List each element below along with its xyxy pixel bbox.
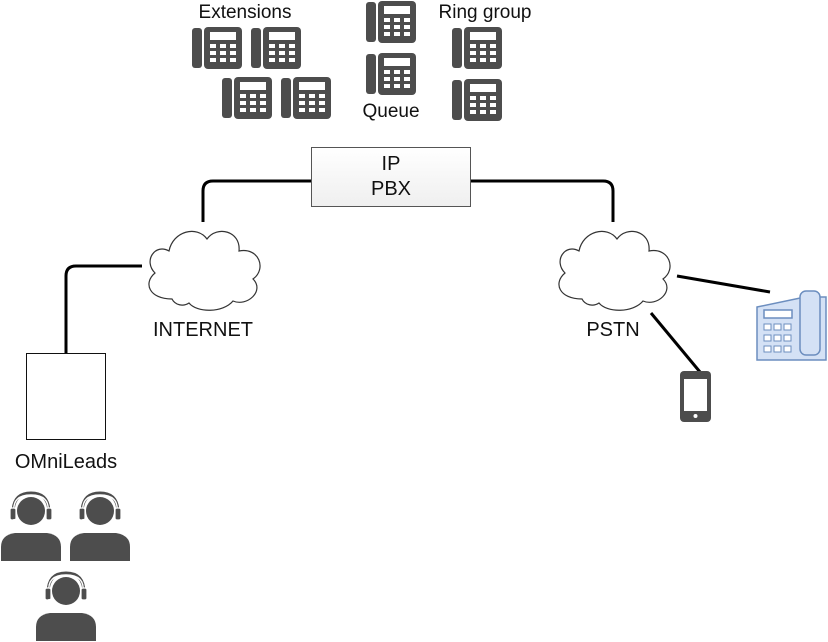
ip-phone-icon: [222, 77, 272, 119]
pbx-label-line1: IP: [381, 153, 401, 175]
connector-lines: [64, 179, 771, 373]
ring-group-label: Ring group: [438, 2, 532, 23]
desk-phone-icon: [756, 290, 827, 361]
pstn-to-deskphone-line: [676, 274, 771, 294]
internet-cloud-icon: [148, 230, 261, 311]
omnileads-label: OMniLeads: [14, 451, 118, 473]
internet-to-omnileads-line: [64, 264, 142, 353]
ip-phone-icon: [281, 77, 331, 119]
ip-phone-icon: [452, 79, 502, 121]
internet-label: INTERNET: [153, 319, 253, 341]
mobile-phone-icon: [680, 371, 711, 422]
ip-phone-icon: [192, 27, 242, 69]
agent-headset-icon: [36, 571, 96, 641]
ip-phone-icon: [366, 53, 416, 95]
pstn-label: PSTN: [586, 319, 640, 341]
ip-phone-icon: [452, 27, 502, 69]
agent-headset-icon: [70, 491, 130, 561]
pbx-to-pstn-line: [471, 179, 615, 222]
ip-phone-icon: [251, 27, 301, 69]
omnileads-box: [26, 353, 106, 440]
queue-label: Queue: [362, 101, 420, 122]
pstn-to-mobile-line: [649, 312, 702, 373]
pbx-label-line2: PBX: [370, 178, 412, 200]
pstn-cloud-icon: [558, 230, 671, 311]
pbx-to-internet-line: [201, 179, 311, 222]
ip-pbx-box: IP PBX: [311, 147, 471, 207]
extensions-label: Extensions: [198, 2, 292, 23]
agent-headset-icon: [1, 491, 61, 561]
ip-phone-icon: [366, 1, 416, 43]
